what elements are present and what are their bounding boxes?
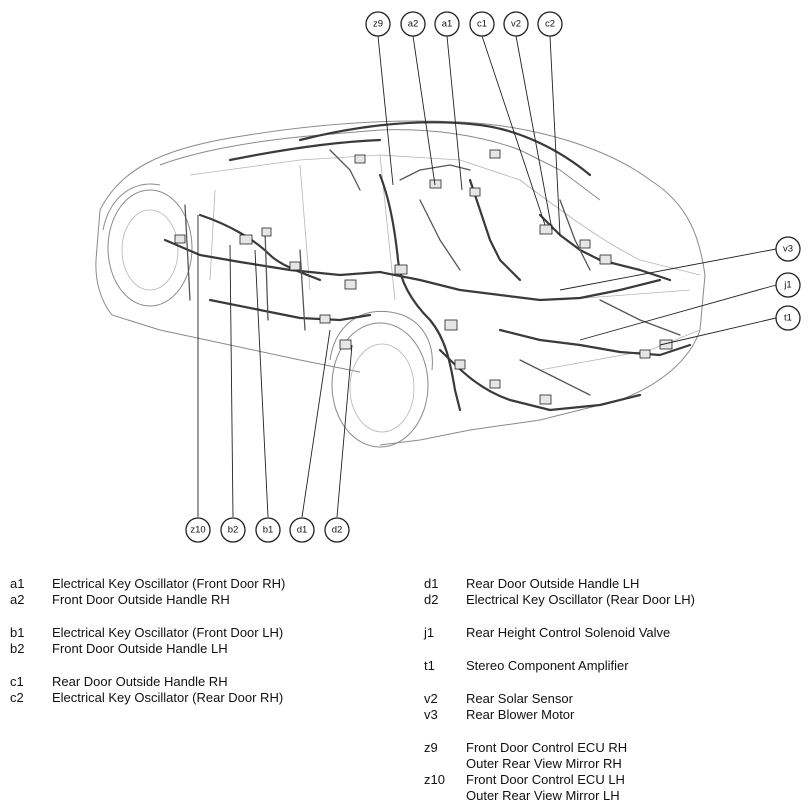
callout-b1: b1: [255, 517, 281, 543]
legend-desc: Rear Height Control Solenoid Valve: [466, 625, 671, 640]
leader-lines: [197, 35, 777, 518]
callout-d2: d2: [324, 517, 350, 543]
legend-code: d1: [424, 576, 439, 591]
callout-z9: z9: [365, 11, 391, 37]
svg-text:v2: v2: [511, 19, 521, 30]
legend-desc: Front Door Outside Handle RH: [52, 592, 230, 607]
legend-code: b1: [10, 625, 25, 640]
legend-code: a2: [10, 592, 25, 607]
wire-harness: [163, 121, 692, 412]
legend-desc: Front Door Control ECU LH: [466, 772, 625, 787]
legend-desc: Stereo Component Amplifier: [466, 658, 629, 673]
legend-desc: Outer Rear View Mirror RH: [466, 756, 622, 771]
legend-code: z9: [424, 740, 438, 755]
callout-c2: c2: [537, 11, 563, 37]
svg-text:b2: b2: [228, 525, 239, 536]
legend-code: j1: [424, 625, 435, 640]
legend-desc: Electrical Key Oscillator (Rear Door LH): [466, 592, 696, 607]
svg-text:c1: c1: [477, 19, 487, 30]
callout-z10: z10: [185, 517, 211, 543]
svg-text:z10: z10: [190, 525, 205, 536]
callout-a2: a2: [400, 11, 426, 37]
svg-text:d2: d2: [332, 525, 343, 536]
legend-code: d2: [424, 592, 439, 607]
connectors: [174, 149, 673, 405]
car-body-outline: [95, 120, 706, 448]
svg-text:d1: d1: [297, 525, 308, 536]
legend-right: d1 Rear Door Outside Handle LH d2 Electric…: [424, 576, 804, 806]
wiring-harness-diagram: z9 a2 a1 c1 v2 c2 v3 j1 t1 z10 b2 b1 d1 …: [95, 11, 801, 543]
callout-d1: d1: [289, 517, 315, 543]
svg-text:a1: a1: [442, 19, 453, 30]
svg-text:b1: b1: [263, 525, 274, 536]
legend-desc: Front Door Outside Handle LH: [52, 641, 228, 656]
legend-desc: Electrical Key Oscillator (Front Door RH…: [52, 576, 286, 591]
legend-code: c1: [10, 674, 24, 689]
legend-desc: Rear Blower Motor: [466, 707, 575, 722]
legend-code: v2: [424, 691, 438, 706]
callout-c1: c1: [469, 11, 495, 37]
legend-desc: Rear Door Outside Handle RH: [52, 674, 228, 689]
legend-desc: Rear Solar Sensor: [466, 691, 573, 706]
legend-code: v3: [424, 707, 438, 722]
callout-j1: j1: [775, 272, 801, 298]
legend-desc: Electrical Key Oscillator (Rear Door RH): [52, 690, 284, 705]
legend-code: a1: [10, 576, 25, 591]
svg-text:a2: a2: [408, 19, 419, 30]
legend-desc: Front Door Control ECU RH: [466, 740, 628, 755]
legend-code: z10: [424, 772, 445, 787]
callout-v2: v2: [503, 11, 529, 37]
svg-text:v3: v3: [783, 244, 793, 255]
callout-a1: a1: [434, 11, 460, 37]
callout-t1: t1: [775, 305, 801, 331]
legend-code: c2: [10, 690, 24, 705]
svg-text:z9: z9: [373, 19, 383, 30]
callout-b2: b2: [220, 517, 246, 543]
svg-text:j1: j1: [783, 280, 791, 291]
svg-text:t1: t1: [784, 313, 792, 324]
legend-desc: Rear Door Outside Handle LH: [466, 576, 640, 591]
callout-v3: v3: [775, 236, 801, 262]
svg-text:c2: c2: [545, 19, 555, 30]
legend-desc: Outer Rear View Mirror LH: [466, 788, 620, 803]
legend-code: t1: [424, 658, 435, 673]
legend-code: b2: [10, 641, 25, 656]
legend-desc: Electrical Key Oscillator (Front Door LH…: [52, 625, 284, 640]
